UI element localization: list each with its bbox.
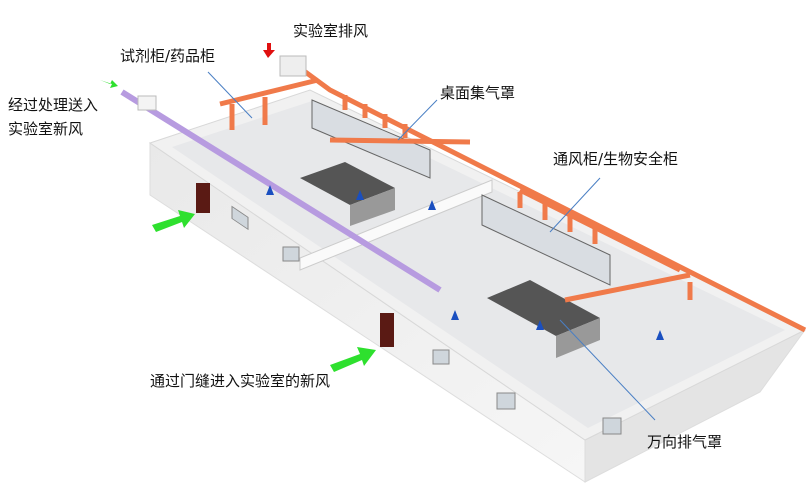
window bbox=[282, 246, 300, 262]
supply-fan-box bbox=[137, 95, 157, 111]
supply-duct bbox=[120, 89, 442, 293]
exhaust-arrow bbox=[263, 43, 275, 58]
lab-bench bbox=[487, 280, 600, 336]
label-universal-hood: 万向排气罩 bbox=[647, 433, 723, 451]
leader-lines bbox=[207, 71, 656, 421]
window bbox=[602, 417, 622, 435]
fresh-air-arrow bbox=[330, 347, 376, 372]
label-lab-exhaust: 实验室排风 bbox=[293, 22, 369, 40]
label-door-gap-air: 通过门缝进入实验室的新风 bbox=[150, 372, 331, 390]
partition-wall bbox=[299, 179, 493, 271]
window bbox=[496, 392, 516, 410]
exhaust-duct bbox=[219, 65, 807, 333]
label-reagent-cabinet: 试剂柜/药品柜 bbox=[120, 47, 216, 65]
window bbox=[231, 205, 249, 231]
label-fume-hood: 通风柜/生物安全柜 bbox=[553, 150, 679, 168]
window bbox=[432, 349, 450, 365]
label-desk-hood: 桌面集气罩 bbox=[440, 84, 516, 102]
lab-bench bbox=[300, 162, 395, 205]
door bbox=[380, 313, 394, 347]
door bbox=[196, 183, 210, 213]
lab-bench bbox=[556, 318, 600, 358]
fresh-air-arrow bbox=[100, 80, 118, 88]
label-treated-air-line2: 实验室新风 bbox=[8, 120, 84, 138]
lab-bench bbox=[350, 188, 395, 226]
airflow-arrows bbox=[266, 185, 664, 340]
exhaust-fan-box bbox=[279, 55, 307, 77]
label-treated-air-line1: 经过处理送入 bbox=[8, 96, 99, 114]
fresh-air-arrow bbox=[152, 210, 195, 232]
